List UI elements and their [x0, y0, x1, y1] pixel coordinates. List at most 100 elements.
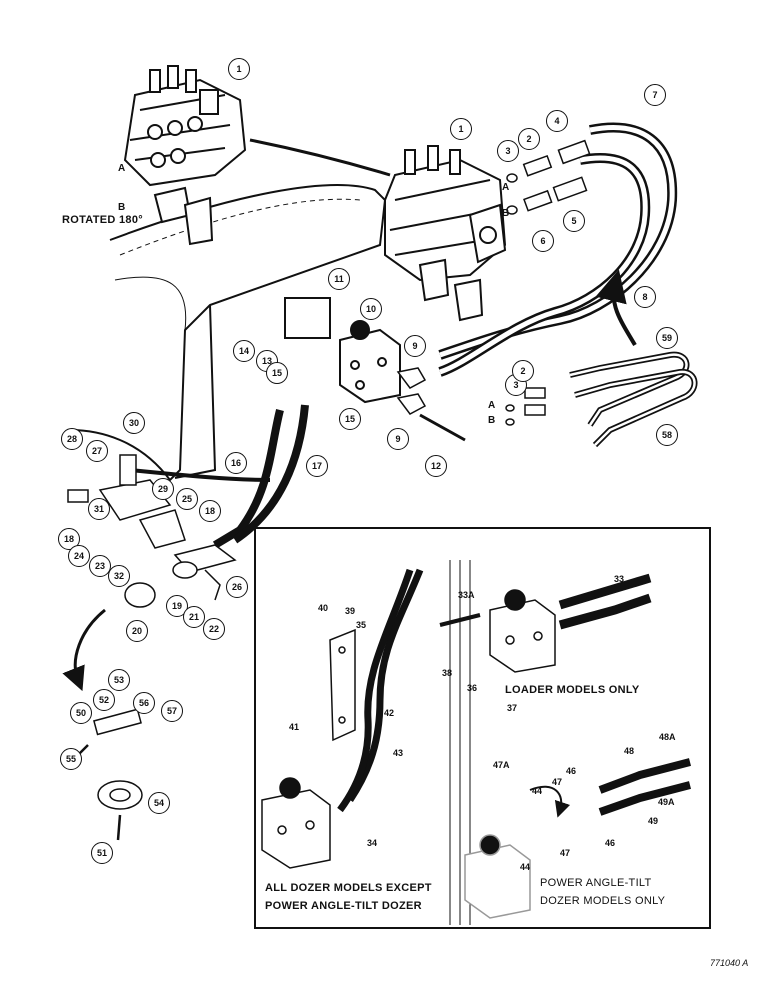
dozer-hoses-34: [337, 560, 471, 925]
part-number-44: 44: [520, 862, 531, 872]
callout-59: 59: [656, 327, 678, 349]
fittings-upper: [506, 139, 591, 215]
port-label-b: B: [118, 202, 126, 213]
callout-53: 53: [108, 669, 130, 691]
port-label-a: A: [118, 163, 126, 174]
callout-4: 4: [546, 110, 568, 132]
callout-1: 1: [228, 58, 250, 80]
part-number-40: 40: [318, 603, 329, 613]
clamp-assembly: [77, 708, 143, 841]
callout-20: 20: [126, 620, 148, 642]
pat-hoses-48-49: [598, 758, 692, 816]
hoses-16-17: [129, 404, 309, 549]
pat-caption-line1: POWER ANGLE-TILT: [540, 877, 652, 889]
callout-1: 1: [450, 118, 472, 140]
callout-31: 31: [88, 498, 110, 520]
callout-12: 12: [425, 455, 447, 477]
part-number-47: 47: [552, 777, 563, 787]
port-label-a: A: [488, 400, 496, 411]
part-number-39: 39: [345, 606, 356, 616]
dozer-caption-line2: POWER ANGLE-TILT DOZER: [265, 900, 422, 912]
callout-6: 6: [532, 230, 554, 252]
part-number-33a: 33A: [458, 590, 475, 600]
callout-50: 50: [70, 702, 92, 724]
part-number-42: 42: [384, 708, 395, 718]
part-number-49: 49: [648, 816, 659, 826]
callout-25: 25: [176, 488, 198, 510]
callout-11: 11: [328, 268, 350, 290]
valve-block-10: [284, 297, 401, 404]
callout-15: 15: [339, 408, 361, 430]
arrow-47A: [529, 785, 571, 818]
rotated-caption: ROTATED 180°: [62, 214, 143, 226]
part-number-37: 37: [507, 703, 518, 713]
fittings-lower-2-3: [505, 387, 546, 426]
callout-23: 23: [89, 555, 111, 577]
loader-valve-block: [489, 589, 556, 673]
callout-22: 22: [203, 618, 225, 640]
callout-21: 21: [183, 606, 205, 628]
callout-56: 56: [133, 692, 155, 714]
part-number-47: 47: [560, 848, 571, 858]
callout-2: 2: [512, 360, 534, 382]
leader-line: [249, 138, 391, 177]
pat-caption-line2: DOZER MODELS ONLY: [540, 895, 666, 907]
callout-57: 57: [161, 700, 183, 722]
part-number-34: 34: [367, 838, 378, 848]
callout-27: 27: [86, 440, 108, 462]
inset-box: [254, 527, 711, 929]
callout-16: 16: [225, 452, 247, 474]
part-number-38: 38: [442, 668, 453, 678]
callout-30: 30: [123, 412, 145, 434]
callout-55: 55: [60, 748, 82, 770]
callout-26: 26: [226, 576, 248, 598]
pat-valve-block: [464, 834, 531, 919]
callout-7: 7: [644, 84, 666, 106]
part-number-44: 44: [532, 786, 543, 796]
callout-19: 19: [166, 595, 188, 617]
part-number-46: 46: [605, 838, 616, 848]
callout-18: 18: [199, 500, 221, 522]
part-number-41: 41: [289, 722, 300, 732]
callout-15: 15: [266, 362, 288, 384]
part-number-49a: 49A: [658, 797, 675, 807]
callout-10: 10: [360, 298, 382, 320]
callout-32: 32: [108, 565, 130, 587]
part-number-36: 36: [467, 683, 478, 693]
figure-reference-number: 771040 A: [710, 958, 749, 968]
callout-5: 5: [563, 210, 585, 232]
part-number-46: 46: [566, 766, 577, 776]
callout-2: 2: [518, 128, 540, 150]
callout-58: 58: [656, 424, 678, 446]
callout-51: 51: [91, 842, 113, 864]
callout-54: 54: [148, 792, 170, 814]
callout-29: 29: [152, 478, 174, 500]
part-number-48a: 48A: [659, 732, 676, 742]
control-valve-rotated: [123, 65, 247, 246]
arrow-to-clamp: [62, 608, 106, 692]
callout-14: 14: [233, 340, 255, 362]
control-valve-main: [384, 145, 507, 322]
callout-52: 52: [93, 689, 115, 711]
callout-28: 28: [61, 428, 83, 450]
part-number-43: 43: [393, 748, 404, 758]
port-label-b: B: [488, 415, 496, 426]
part-number-47a: 47A: [493, 760, 510, 770]
part-number-33: 33: [614, 574, 625, 584]
part-number-48: 48: [624, 746, 635, 756]
callout-9: 9: [387, 428, 409, 450]
port-label-a: A: [502, 182, 510, 193]
callout-24: 24: [68, 545, 90, 567]
arrow-59: [595, 269, 637, 347]
steel-tubes-58-59: [569, 351, 698, 448]
port-label-b: B: [502, 208, 510, 219]
callout-8: 8: [634, 286, 656, 308]
mounting-plate-35: [329, 628, 356, 742]
tee-fittings: [396, 367, 466, 442]
callout-17: 17: [306, 455, 328, 477]
part-number-35: 35: [356, 620, 367, 630]
callout-3: 3: [497, 140, 519, 162]
dozer-caption-line1: ALL DOZER MODELS EXCEPT: [265, 882, 432, 894]
